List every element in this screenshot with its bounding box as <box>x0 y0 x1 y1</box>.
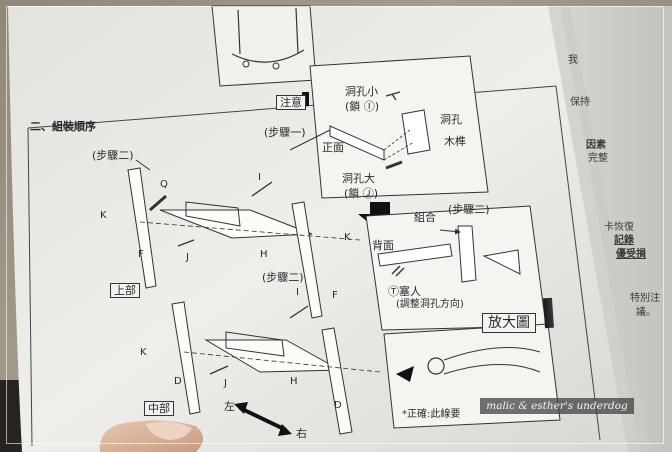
edge-text-4: 完整 <box>588 153 608 164</box>
section-title: 二、組裝順序 <box>30 120 96 133</box>
right-direction-label: 右 <box>296 427 307 440</box>
board-upper <box>159 209 313 239</box>
part-j-1: J <box>186 252 189 263</box>
notice-label: 注意 <box>276 95 306 110</box>
edge-text-6: 記錄 <box>614 235 634 246</box>
edge-text-8: 特別注 <box>630 293 660 304</box>
part-i-2: I <box>296 287 299 298</box>
part-k-2: K <box>344 232 351 243</box>
back-face-label: 背面 <box>372 239 394 252</box>
edge-text-9: 議。 <box>636 307 656 318</box>
edge-text-3: 因素 <box>586 140 606 151</box>
notice-panel <box>309 55 489 199</box>
part-h-1: H <box>260 249 268 260</box>
zoom-arrow <box>396 366 414 382</box>
part-d-1: D <box>174 376 182 387</box>
part-h-2: H <box>290 376 298 387</box>
left-right-arrow <box>239 406 287 432</box>
edge-text-7: 優受損 <box>616 249 646 260</box>
notice-block <box>401 109 431 155</box>
left-direction-label: 左 <box>224 400 235 413</box>
step2-label-center: (步驟二) <box>262 271 304 284</box>
lock-i-label: (鎖 Ⓘ) <box>345 100 380 113</box>
part-k-1: K <box>100 210 107 221</box>
zoom-label: 放大圖 <box>482 313 536 333</box>
part-i-1: I <box>258 172 261 183</box>
pole-upper-left <box>127 167 157 289</box>
stand-panel <box>211 5 317 87</box>
paper-fold <box>548 6 650 452</box>
big-hole-label: 洞孔大 <box>342 172 375 185</box>
upper-section-label: 上部 <box>110 283 140 298</box>
edge-text-2: 保持 <box>570 97 590 108</box>
part-d-2: D <box>334 400 342 411</box>
part-k-3: K <box>140 347 147 358</box>
step1-label: (步驟一) <box>264 126 306 139</box>
step2-label-right: (步驟二) <box>448 203 490 216</box>
part-f-2: F <box>332 290 338 301</box>
screw-small <box>385 91 401 101</box>
dowel <box>385 160 403 170</box>
stand-drawing <box>231 7 305 63</box>
pole-upper-right <box>291 201 323 319</box>
edge-text-1: 我 <box>568 55 578 66</box>
wood-dowel-label: 木榫 <box>444 135 466 148</box>
front-face-label: 正面 <box>322 141 344 154</box>
hole-label: 洞孔 <box>440 113 462 126</box>
thumbnail <box>146 421 192 440</box>
assemble-label: 組合 <box>414 211 436 224</box>
adjust-hole-label: (調整洞孔方向) <box>396 299 464 310</box>
lock-j-label: (鎖 Ⓙ) <box>344 187 379 200</box>
edge-text-5: 卡恢復 <box>604 222 634 233</box>
part-j-2: J <box>224 378 227 389</box>
correct-note: *正確:此線要 <box>402 409 461 420</box>
plug-label: Ⓣ塞人 <box>388 285 421 298</box>
part-f-1: F <box>138 249 144 260</box>
part-q: Q <box>160 179 168 190</box>
pole-middle-left <box>171 301 201 415</box>
watermark-caption: malic & esther's underdog <box>480 398 634 414</box>
pole-middle-right <box>321 327 353 435</box>
step2-label-top: (步驟二) <box>92 149 134 162</box>
middle-section-label: 中部 <box>144 401 174 416</box>
small-hole-label: 洞孔小 <box>345 85 378 98</box>
